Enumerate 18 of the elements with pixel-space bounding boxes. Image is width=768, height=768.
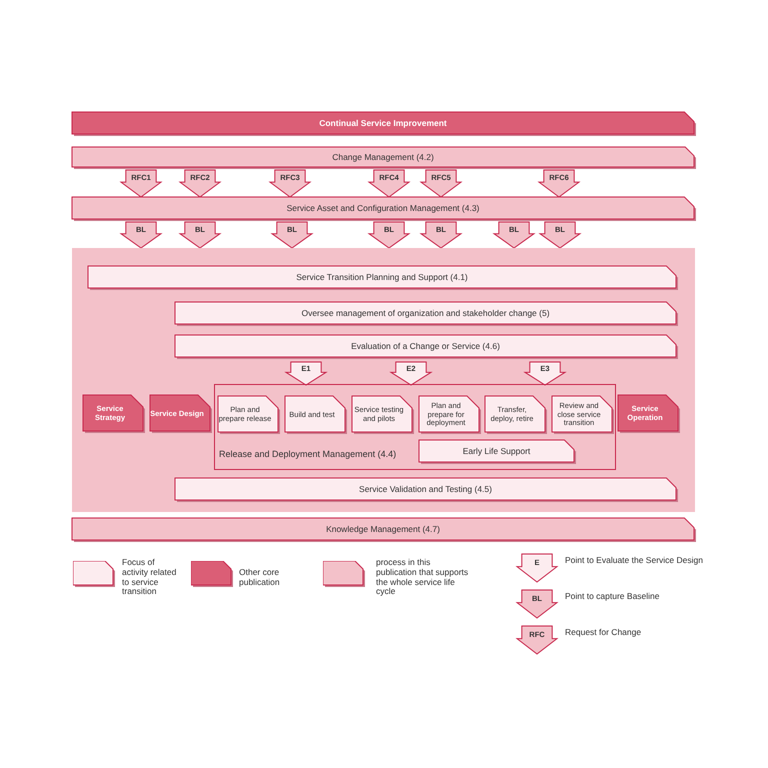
legend-label: Point to Evaluate the Service Design: [565, 556, 703, 566]
publication-box: Continual Service Improvement: [72, 112, 694, 136]
legend-label: process in this publication that supports the whole service life cycle: [376, 558, 470, 598]
process-bar: Change Management (4.2): [72, 147, 694, 169]
activity-box: Oversee management of organization and stakeholder change (5): [175, 302, 676, 326]
activity-box: Service Validation and Testing (4.5): [175, 478, 676, 502]
legend-label: Other core publication: [239, 568, 281, 588]
legend-label: Point to capture Baseline: [565, 592, 660, 602]
legend-label: Focus of activity related to service transition: [122, 558, 178, 598]
activity-box: Early Life Support: [419, 440, 574, 464]
activity-box: Evaluation of a Change or Service (4.6): [175, 335, 676, 359]
legend-label: Request for Change: [565, 628, 642, 638]
activity-box: Service Transition Planning and Support (4.1): [88, 266, 676, 290]
frame-title: Release and Deployment Management (4.4): [219, 449, 396, 460]
process-frame: [214, 384, 616, 470]
process-bar: Service Asset and Configuration Management (4.3): [72, 197, 694, 221]
background-panel: [72, 248, 695, 512]
process-bar: Knowledge Management (4.7): [72, 518, 694, 542]
